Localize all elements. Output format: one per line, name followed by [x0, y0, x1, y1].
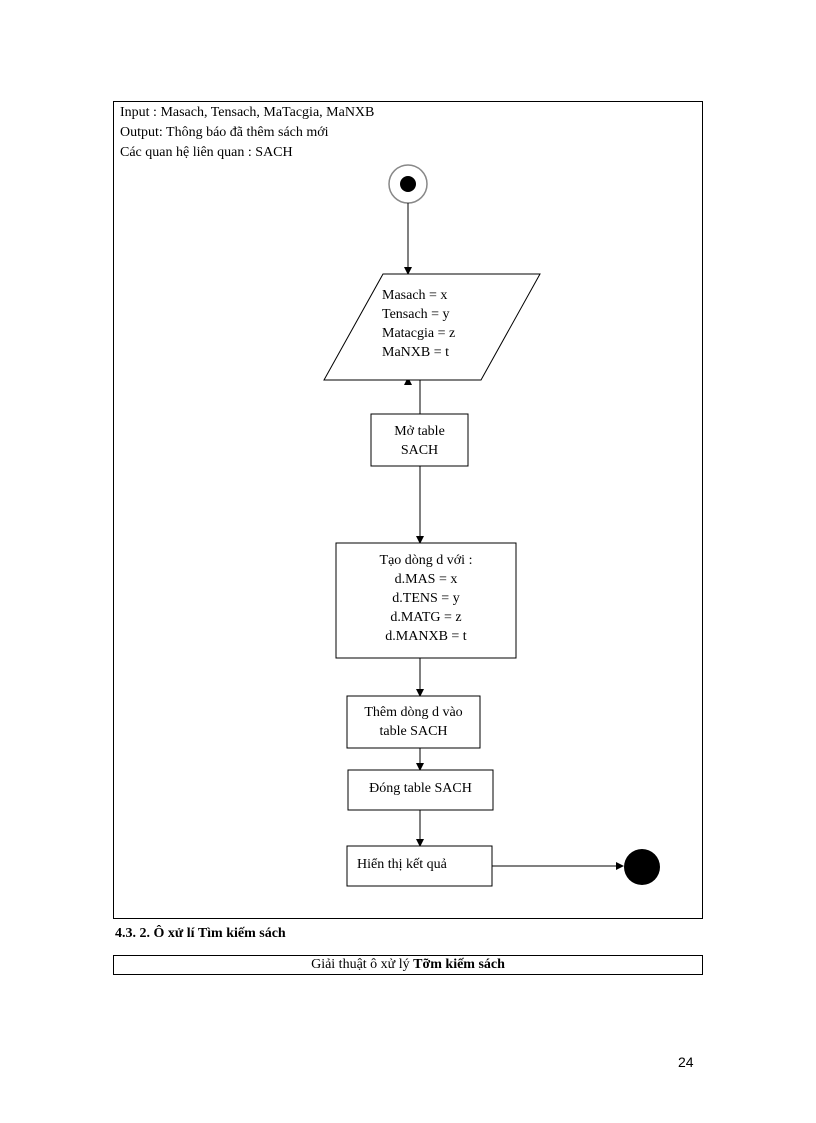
open-table-box [370, 413, 469, 467]
algorithm-bar: Giải thuật ô xử lý Tỡm kiếm sách [113, 955, 703, 975]
input-line-masach: Masach = x [382, 288, 448, 303]
close-table-box [347, 769, 494, 811]
show-result-text: Hiển thị kết quả [357, 857, 447, 872]
input-line: Input : Masach, Tensach, MaTacgia, MaNXB [120, 105, 375, 120]
show-result-box [346, 845, 493, 887]
algorithm-bar-prefix: Giải thuật ô xử lý [311, 957, 414, 972]
input-line-tensach: Tensach = y [382, 307, 450, 322]
close-table-text: Đóng table SACH [369, 781, 472, 796]
add-row-box [346, 695, 481, 749]
open-table-line-2: SACH [400, 443, 439, 458]
algorithm-bar-title: Tỡm kiếm sách [413, 957, 505, 972]
open-table-line-1: Mở table [394, 424, 445, 439]
add-row-line-2: table SACH [379, 724, 448, 739]
start-node [400, 176, 416, 192]
create-row-line-5: d.MANXB = t [385, 629, 467, 644]
connector-back-arrow [404, 377, 412, 385]
output-line: Output: Thông báo đã thêm sách mới [120, 125, 329, 140]
input-line-matacgia: Matacgia = z [382, 326, 456, 341]
input-node-text: Masach = x Tensach = y Matacgia = z MaNX… [382, 286, 482, 362]
relations-line: Các quan hệ liên quan : SACH [120, 145, 293, 160]
add-row-text: Thêm dòng d vào table SACH [347, 703, 480, 741]
end-node [624, 849, 660, 885]
create-row-line-3: d.TENS = y [392, 591, 460, 606]
add-row-line-1: Thêm dòng d vào [364, 705, 463, 720]
input-line-manxb: MaNXB = t [382, 345, 450, 360]
page-number: 24 [678, 1054, 694, 1070]
create-row-line-4: d.MATG = z [390, 610, 462, 625]
create-row-line-2: d.MAS = x [394, 572, 458, 587]
create-row-text: Tạo dòng d với : d.MAS = x d.TENS = y d.… [336, 551, 516, 646]
open-table-text: Mở table SACH [371, 422, 468, 460]
diagram-frame [113, 101, 703, 919]
input-parallelogram [323, 273, 541, 381]
section-heading: 4.3. 2. Ô xử lí Tìm kiếm sách [115, 926, 286, 941]
create-row-line-1: Tạo dòng d với : [379, 553, 473, 568]
create-row-box [335, 542, 517, 659]
